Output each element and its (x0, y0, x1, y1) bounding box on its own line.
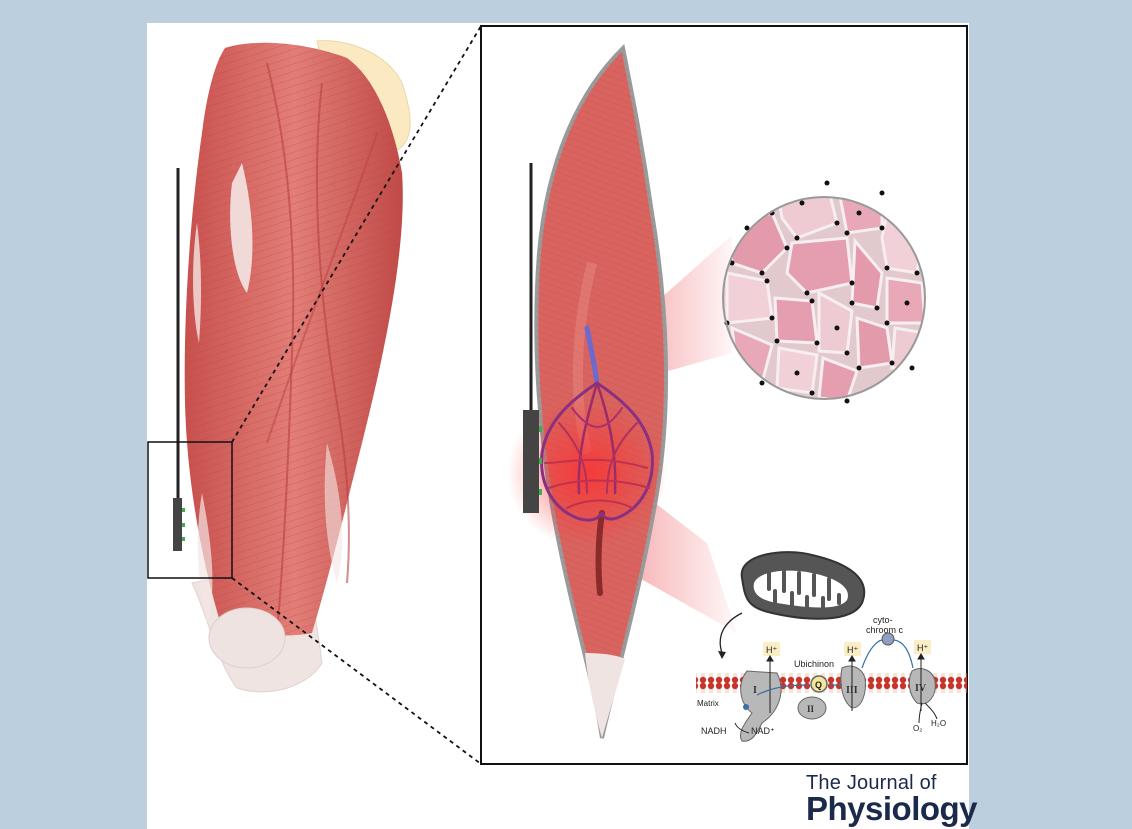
cytochrome-label-1: cyto- (873, 615, 893, 625)
hplus-label-2: H⁺ (847, 645, 858, 655)
nad-label: NAD⁺ (751, 726, 775, 736)
cytochrome-label-2: chroom c (866, 625, 904, 635)
nadh-label: NADH (701, 726, 727, 736)
hplus-label-3: H⁺ (917, 643, 928, 653)
complex-2-label: II (807, 704, 815, 714)
journal-logo: The Journal of Physiology (806, 773, 976, 825)
complex-1-label: I (753, 685, 757, 696)
thigh-muscle-illustration (185, 41, 410, 692)
hplus-label-1: H⁺ (766, 645, 777, 655)
matrix-label: Matrix (697, 699, 719, 708)
journal-title-line2: Physiology (806, 792, 976, 825)
h2o-label: H₂O (931, 719, 946, 728)
complex-3-label: III (846, 685, 858, 696)
q-label: Q (815, 680, 822, 690)
nirs-probe (173, 168, 185, 551)
figure-canvas: H⁺ H⁺ H⁺ Ubichinon Q cyto- chroom c Matr… (147, 23, 969, 829)
complex-4-label: IV (915, 683, 927, 694)
ubichinon-label: Ubichinon (794, 659, 834, 669)
o2-label: O₂ (913, 724, 922, 733)
figure-svg: H⁺ H⁺ H⁺ Ubichinon Q cyto- chroom c Matr… (147, 23, 969, 829)
